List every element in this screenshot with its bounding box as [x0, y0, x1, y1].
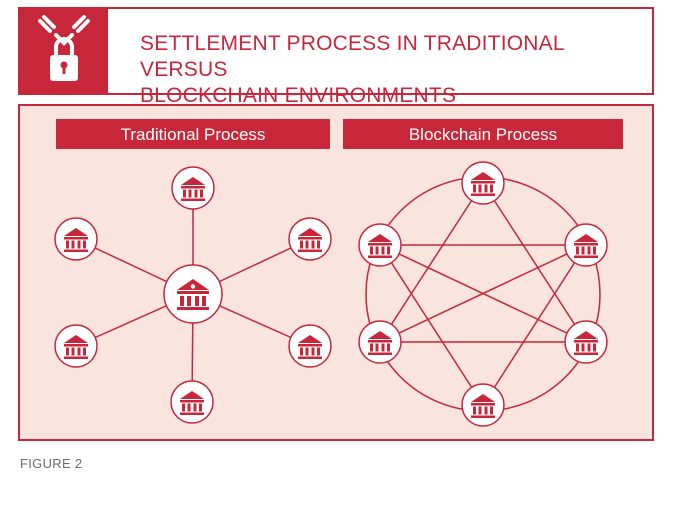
header-box: SETTLEMENT PROCESS IN TRADITIONAL VERSUS…	[18, 7, 654, 107]
bank-node-icon	[54, 324, 98, 368]
title-line-1: SETTLEMENT PROCESS IN TRADITIONAL VERSUS	[140, 32, 564, 81]
bank-node-icon	[358, 223, 402, 267]
bank-node-icon	[54, 217, 98, 261]
title-line-2: BLOCKCHAIN ENVIRONMENTS	[140, 84, 457, 107]
padlock-chain-icon	[38, 15, 90, 81]
bank-node-icon	[461, 383, 505, 427]
diagram-canvas: Traditional Process Blockchain Process	[54, 119, 623, 427]
bank-node-icon	[564, 223, 608, 267]
page-title: SETTLEMENT PROCESS IN TRADITIONAL VERSUS…	[140, 31, 640, 109]
traditional-label-bar	[56, 119, 330, 149]
bank-node-icon	[288, 324, 332, 368]
bank-node-icon	[288, 217, 332, 261]
bank-node-icon	[564, 320, 608, 364]
bank-node-icon	[358, 320, 402, 364]
diagram-panel: Traditional Process Blockchain Process	[18, 104, 654, 441]
bank-node-icon	[461, 161, 505, 205]
central-bank-icon	[163, 264, 223, 324]
blockchain-nodes	[358, 161, 608, 427]
traditional-label: Traditional Process	[121, 125, 266, 144]
blockchain-label: Blockchain Process	[409, 125, 557, 144]
blockchain-label-bar	[343, 119, 623, 149]
figure-caption: FIGURE 2	[20, 456, 83, 471]
traditional-nodes	[54, 166, 332, 424]
bank-node-icon	[171, 166, 215, 210]
blockchain-links	[379, 182, 587, 406]
header-icon-box	[20, 9, 108, 93]
bank-node-icon	[170, 380, 214, 424]
